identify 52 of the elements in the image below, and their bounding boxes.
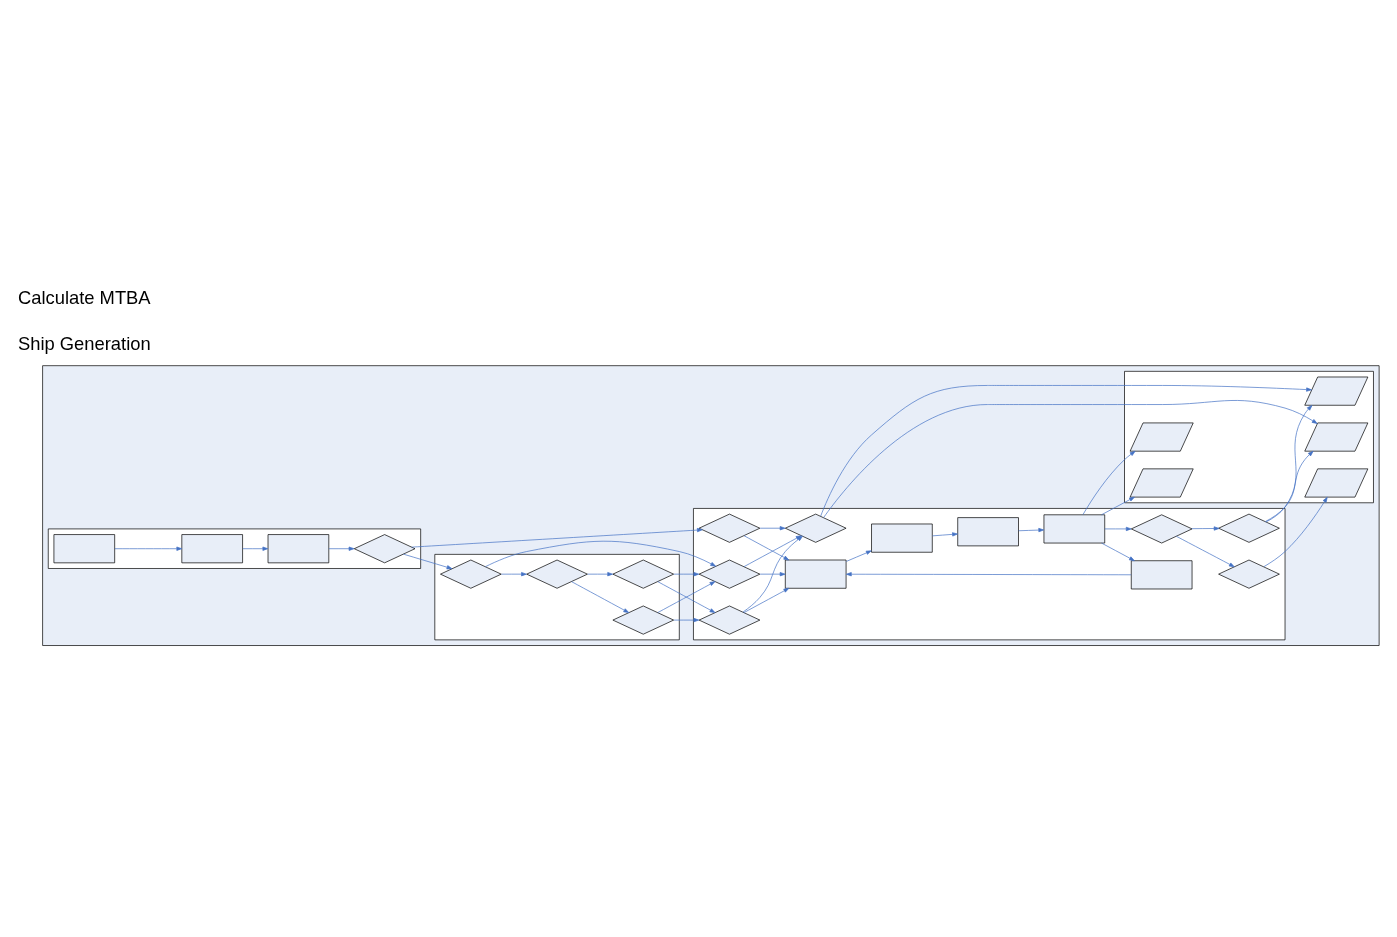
arrow xyxy=(759,572,786,577)
arrow xyxy=(845,550,872,562)
arrow xyxy=(242,546,269,551)
arrow xyxy=(1101,542,1135,561)
node-diamond xyxy=(526,559,588,589)
node-parallelogram xyxy=(1129,468,1194,498)
cluster xyxy=(434,554,680,641)
arrow xyxy=(657,581,716,613)
node-diamond xyxy=(440,559,502,589)
arrow xyxy=(587,572,613,577)
arrow xyxy=(932,532,958,537)
arrow xyxy=(501,572,527,577)
arrow xyxy=(1263,496,1328,567)
arrow xyxy=(1101,496,1135,516)
arrow xyxy=(1082,450,1136,515)
arrow xyxy=(1264,450,1314,522)
arrow xyxy=(114,546,183,551)
arrow xyxy=(411,528,703,548)
node-diamond xyxy=(1130,514,1193,544)
node-diamond xyxy=(612,559,674,589)
arrow xyxy=(673,618,700,623)
node-box xyxy=(267,534,330,564)
arrow xyxy=(485,540,717,568)
label: Calculate MTBA xyxy=(17,287,151,309)
node-box xyxy=(957,517,1019,547)
arrow xyxy=(673,572,700,577)
cluster xyxy=(47,528,422,569)
arrow xyxy=(743,535,790,561)
node-box xyxy=(1043,514,1106,544)
arrow xyxy=(328,546,355,551)
arrow xyxy=(1265,405,1313,523)
arrow xyxy=(759,526,786,531)
node-diamond xyxy=(1218,513,1280,543)
node-parallelogram xyxy=(1304,468,1369,498)
arrow xyxy=(1018,528,1045,533)
node-parallelogram xyxy=(1129,422,1194,452)
node-box xyxy=(784,559,847,589)
arrow xyxy=(846,572,1132,577)
node-box xyxy=(181,534,243,564)
arrow xyxy=(1104,526,1132,531)
arrow xyxy=(1176,535,1235,568)
label: Ship Generation xyxy=(17,333,151,355)
cluster xyxy=(42,365,1380,646)
node-box xyxy=(1130,560,1193,590)
node-box xyxy=(53,534,116,564)
arrow xyxy=(571,581,630,613)
node-parallelogram xyxy=(1304,422,1369,452)
arrow xyxy=(1191,526,1220,531)
node-diamond xyxy=(353,534,416,564)
arrow xyxy=(743,587,790,613)
node-box xyxy=(871,523,933,553)
arrow xyxy=(403,553,453,570)
